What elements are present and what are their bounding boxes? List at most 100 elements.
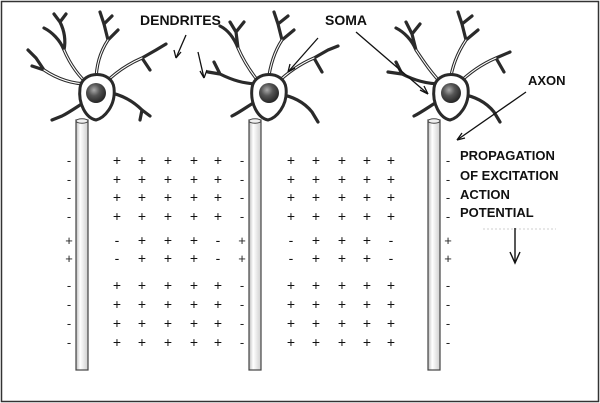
axon-charge-sign: + xyxy=(238,233,246,248)
axon-charge-sign: - xyxy=(67,297,71,312)
membrane-charge-sign: + xyxy=(287,296,295,312)
membrane-charge-sign: + xyxy=(190,334,198,350)
membrane-charge-sign: + xyxy=(338,277,346,293)
neuron-3-axon xyxy=(427,119,441,371)
membrane-charge-sign: + xyxy=(363,334,371,350)
membrane-charge-sign: + xyxy=(164,152,172,168)
membrane-charge-sign: + xyxy=(113,315,121,331)
membrane-charge-sign: + xyxy=(164,296,172,312)
membrane-charge-sign: + xyxy=(363,152,371,168)
arrow-dendrites-1 xyxy=(173,34,187,59)
membrane-charge-sign: + xyxy=(113,277,121,293)
membrane-charge-sign: + xyxy=(164,171,172,187)
membrane-charge-sign: + xyxy=(214,334,222,350)
membrane-charge-sign: + xyxy=(287,152,295,168)
membrane-charge-sign: + xyxy=(312,171,320,187)
arrow-soma-1 xyxy=(287,37,319,73)
axon-charge-sign: - xyxy=(67,190,71,205)
axon-charge-sign: - xyxy=(240,190,244,205)
membrane-charge-sign: + xyxy=(287,277,295,293)
membrane-charge-sign: + xyxy=(387,277,395,293)
membrane-charge-sign: + xyxy=(312,208,320,224)
membrane-charge-sign: + xyxy=(164,315,172,331)
neuron-3-soma xyxy=(441,83,461,103)
label-soma: SOMA xyxy=(325,12,367,28)
membrane-charge-sign: + xyxy=(363,277,371,293)
membrane-charge-sign: + xyxy=(113,208,121,224)
axon-charge-sign: + xyxy=(444,251,452,266)
membrane-charge-sign: + xyxy=(113,171,121,187)
axon-charge-sign: + xyxy=(65,251,73,266)
membrane-charge-sign: + xyxy=(190,152,198,168)
membrane-charge-sign: + xyxy=(190,171,198,187)
membrane-charge-sign: - xyxy=(389,232,394,248)
membrane-charge-sign: + xyxy=(138,250,146,266)
membrane-charge-sign: - xyxy=(216,250,221,266)
membrane-charge-sign: + xyxy=(363,296,371,312)
axon-charge-sign: - xyxy=(240,153,244,168)
membrane-charge-sign: + xyxy=(387,189,395,205)
membrane-charge-sign: + xyxy=(190,250,198,266)
membrane-charge-sign: - xyxy=(389,250,394,266)
axon-charge-sign: - xyxy=(446,278,450,293)
membrane-charge-sign: + xyxy=(214,152,222,168)
membrane-charge-sign: + xyxy=(387,296,395,312)
membrane-charge-sign: + xyxy=(338,208,346,224)
membrane-charge-sign: + xyxy=(214,296,222,312)
membrane-charge-sign: + xyxy=(113,189,121,205)
axon-charge-sign: - xyxy=(67,316,71,331)
membrane-charge-sign: + xyxy=(338,250,346,266)
membrane-charge-sign: - xyxy=(289,250,294,266)
membrane-charge-sign: + xyxy=(312,152,320,168)
pointer-arrows xyxy=(173,31,527,141)
membrane-charge-sign: + xyxy=(113,296,121,312)
label-dendrites: DENDRITES xyxy=(140,12,221,28)
membrane-charge-sign: + xyxy=(138,334,146,350)
axon-charge-sign: - xyxy=(67,153,71,168)
membrane-charge-sign: + xyxy=(312,334,320,350)
membrane-charge-sign: - xyxy=(115,232,120,248)
membrane-charge-sign: + xyxy=(312,189,320,205)
membrane-charge-sign: + xyxy=(363,208,371,224)
membrane-charge-sign: + xyxy=(164,277,172,293)
membrane-charge-sign: + xyxy=(338,296,346,312)
propagation-line-1: PROPAGATION xyxy=(460,148,555,163)
axon-charge-sign: - xyxy=(240,172,244,187)
axon-charge-sign: - xyxy=(67,335,71,350)
neuron-1-axon xyxy=(75,119,89,371)
membrane-charge-sign: + xyxy=(138,232,146,248)
propagation-line-2: OF EXCITATION xyxy=(460,168,558,183)
axon-charge-sign: + xyxy=(444,233,452,248)
neuron-2-axon xyxy=(248,119,262,371)
propagation-line-4: POTENTIAL xyxy=(460,205,534,220)
axon-charge-sign: - xyxy=(240,316,244,331)
membrane-charge-sign: + xyxy=(214,171,222,187)
membrane-charge-sign: + xyxy=(287,208,295,224)
axon-charge-sign: - xyxy=(67,209,71,224)
arrow-dendrites-2 xyxy=(197,51,208,79)
membrane-charge-sign: + xyxy=(312,277,320,293)
axon-charge-sign: + xyxy=(65,233,73,248)
axon-charge-sign: - xyxy=(446,209,450,224)
membrane-charge-sign: + xyxy=(312,315,320,331)
arrow-axon xyxy=(456,91,527,141)
membrane-charge-sign: + xyxy=(287,334,295,350)
membrane-charge-sign: + xyxy=(190,189,198,205)
membrane-charge-sign: + xyxy=(164,232,172,248)
membrane-charge-sign: + xyxy=(363,171,371,187)
axon-charge-sign: - xyxy=(240,335,244,350)
membrane-charge-sign: + xyxy=(190,296,198,312)
propagation-arrow xyxy=(509,228,521,265)
membrane-charge-sign: + xyxy=(138,208,146,224)
membrane-charge-sign: + xyxy=(312,232,320,248)
membrane-charge-sign: + xyxy=(138,189,146,205)
axon-charge-sign: - xyxy=(446,172,450,187)
membrane-charge-sign: + xyxy=(363,250,371,266)
membrane-charge-sign: + xyxy=(190,277,198,293)
membrane-charge-sign: + xyxy=(338,315,346,331)
membrane-charge-sign: + xyxy=(387,315,395,331)
arrow-soma-2 xyxy=(355,31,429,95)
